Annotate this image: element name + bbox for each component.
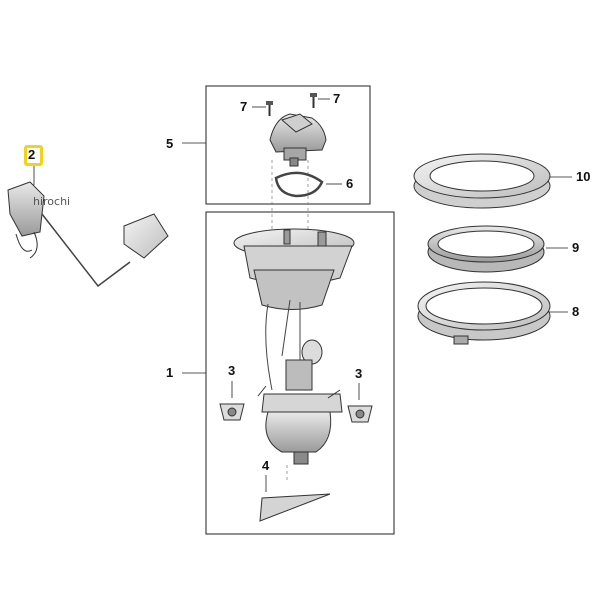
screw-7-right (310, 93, 317, 108)
locking-ring-10 (413, 153, 551, 209)
callout-7-right[interactable]: 7 (333, 91, 341, 106)
callout-10[interactable]: 10 (576, 169, 591, 184)
screw-7-left (266, 101, 273, 116)
callout-5[interactable]: 5 (166, 136, 174, 151)
gasket-6 (274, 171, 324, 198)
clip-3-right (347, 405, 373, 423)
seal-ring-9 (427, 225, 545, 273)
callout-3-right[interactable]: 3 (355, 366, 363, 381)
selected-part-highlight (24, 145, 43, 166)
callout-1[interactable]: 1 (166, 365, 174, 380)
callout-9[interactable]: 9 (572, 240, 580, 255)
callout-8[interactable]: 8 (572, 304, 580, 319)
clip-3-left (219, 403, 245, 421)
callout-3-left[interactable]: 3 (228, 363, 236, 378)
watermark-text: hirochi (33, 195, 71, 208)
flange-ring-8 (417, 281, 551, 345)
top-cap-assembly (269, 113, 327, 167)
callout-6[interactable]: 6 (346, 176, 354, 191)
callout-4[interactable]: 4 (262, 458, 270, 473)
fuel-pump-assembly (233, 228, 355, 465)
fuel-level-sensor-2 (7, 181, 169, 288)
callout-7-left[interactable]: 7 (240, 99, 248, 114)
group-box-top (205, 85, 371, 205)
filter-4 (259, 493, 331, 522)
callout-2[interactable]: 2 (28, 147, 36, 162)
